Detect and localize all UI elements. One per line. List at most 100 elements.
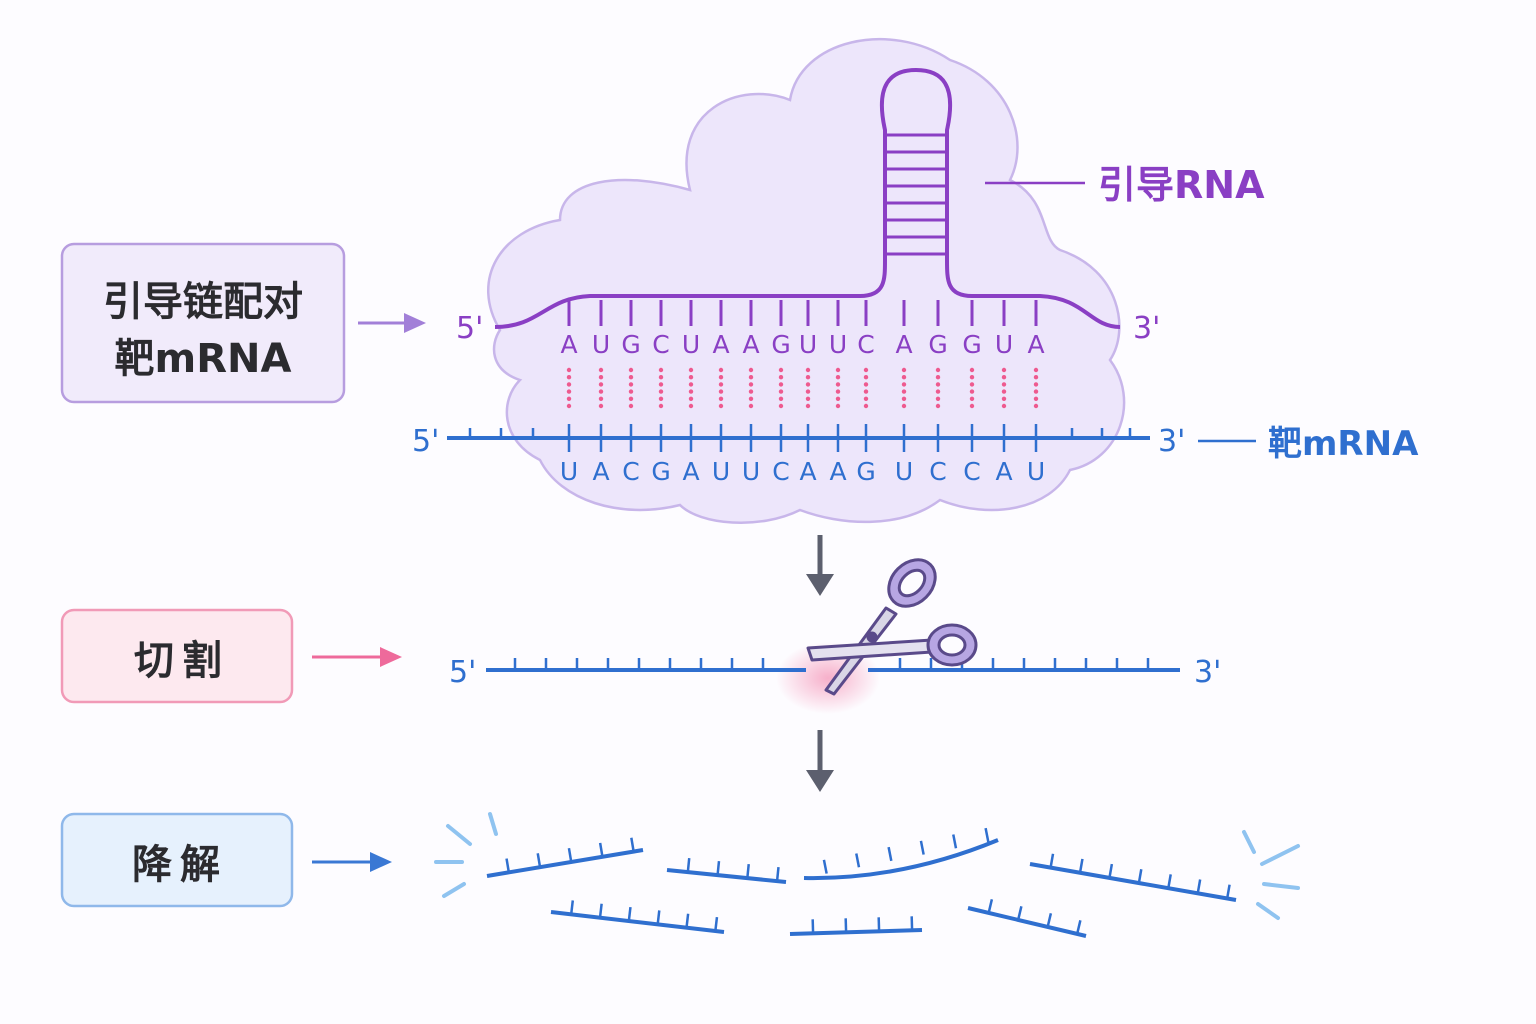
- pair-dot: [658, 375, 664, 380]
- fragment-tick: [598, 903, 603, 918]
- pair-dot: [718, 367, 724, 373]
- pair-dot: [1033, 367, 1039, 373]
- pair-dot: [566, 382, 572, 387]
- guide-base: U: [682, 330, 700, 359]
- pair-dot: [935, 375, 941, 380]
- pair-dot: [628, 403, 634, 409]
- pair-dot: [718, 389, 724, 394]
- pair-dot: [935, 367, 941, 373]
- fragment-tick: [1075, 919, 1082, 935]
- target-base: A: [995, 457, 1012, 486]
- fragment-tick: [984, 827, 990, 843]
- fragment-tick: [567, 847, 573, 863]
- pair-dot: [748, 382, 754, 387]
- fragment-tick: [919, 840, 925, 855]
- pair-dot: [566, 389, 572, 394]
- fragment: [803, 838, 999, 881]
- pair-dot: [805, 389, 811, 394]
- pair-dot: [1001, 396, 1007, 401]
- guide-base: U: [799, 330, 817, 359]
- pair-dot: [935, 403, 941, 409]
- pair-dot: [901, 375, 907, 380]
- pair-dot: [718, 375, 724, 380]
- fragment-tick: [1167, 874, 1172, 889]
- pair-dot: [835, 403, 841, 409]
- step-degradation-box: 降解: [60, 812, 294, 908]
- fragment-tick: [746, 864, 750, 879]
- down-arrow-to-cleavage: [806, 535, 834, 596]
- base-pair-dots: [566, 367, 1039, 409]
- fragment-tick: [714, 916, 719, 932]
- pair-dot: [1001, 403, 1007, 409]
- fragment-tick: [822, 859, 828, 874]
- target-mrna-label: 靶mRNA: [1268, 424, 1419, 464]
- pair-dot: [718, 403, 724, 409]
- target-base: U: [560, 457, 578, 486]
- fragment-tick: [686, 858, 691, 873]
- pair-dot: [658, 389, 664, 394]
- pair-dot: [688, 403, 694, 409]
- pair-dot: [901, 367, 907, 373]
- fragment-tick: [1225, 884, 1231, 899]
- pair-dot: [863, 382, 869, 387]
- target-base: C: [963, 457, 980, 486]
- target-base: C: [929, 457, 946, 486]
- fragment: [789, 928, 923, 936]
- pair-dot: [778, 367, 784, 373]
- guide-three-prime: 3': [1133, 311, 1160, 346]
- fragment-tick: [569, 900, 575, 915]
- pair-dot: [598, 382, 604, 387]
- target-base: A: [682, 457, 699, 486]
- hairpin-rungs: [885, 133, 947, 256]
- target-base: A: [799, 457, 816, 486]
- fragment-tick: [887, 846, 893, 862]
- pair-dot: [688, 389, 694, 394]
- pair-dot: [628, 375, 634, 380]
- pair-dot: [969, 396, 975, 401]
- fragment-tick: [505, 858, 511, 873]
- guide-rna-label: 引导RNA: [1098, 163, 1265, 207]
- fragment: [550, 910, 725, 934]
- guide-base: G: [771, 330, 790, 359]
- pair-dot: [688, 375, 694, 380]
- pair-dot: [969, 403, 975, 409]
- pair-dot: [688, 396, 694, 401]
- pair-dot: [658, 367, 664, 373]
- risc-complex-cloud: [487, 38, 1126, 524]
- cleaved-strand-ticks: [513, 658, 1150, 670]
- pair-dot: [718, 396, 724, 401]
- fragment-tick: [855, 853, 861, 868]
- pair-dot: [598, 367, 604, 373]
- pair-dot: [1033, 382, 1039, 387]
- pair-dot: [598, 403, 604, 409]
- pair-dot: [863, 403, 869, 409]
- target-base: G: [651, 457, 670, 486]
- scissors-icon: [806, 558, 978, 696]
- pair-dot: [748, 389, 754, 394]
- pair-dot: [835, 382, 841, 387]
- fragment-tick: [1078, 858, 1084, 873]
- fragment-tick: [598, 842, 604, 857]
- fragment: [486, 848, 644, 878]
- target-ticks: [468, 424, 1132, 452]
- step-pairing-line2: 靶mRNA: [115, 336, 292, 382]
- pair-dot: [805, 367, 811, 373]
- fragment: [666, 868, 787, 884]
- fragment-tick: [1196, 879, 1202, 894]
- pair-dot: [628, 382, 634, 387]
- target-base: C: [622, 457, 639, 486]
- step-pairing-line1: 引导链配对: [103, 279, 303, 325]
- pair-dot: [718, 382, 724, 387]
- pair-dot: [628, 367, 634, 373]
- target-base: U: [895, 457, 913, 486]
- fragment-tick: [716, 861, 721, 876]
- target-five-prime: 5': [412, 424, 439, 459]
- fragment-tick: [656, 910, 661, 925]
- guide-base: U: [995, 330, 1013, 359]
- guide-base: C: [652, 330, 669, 359]
- pair-dot: [935, 389, 941, 394]
- pair-dot: [566, 367, 572, 373]
